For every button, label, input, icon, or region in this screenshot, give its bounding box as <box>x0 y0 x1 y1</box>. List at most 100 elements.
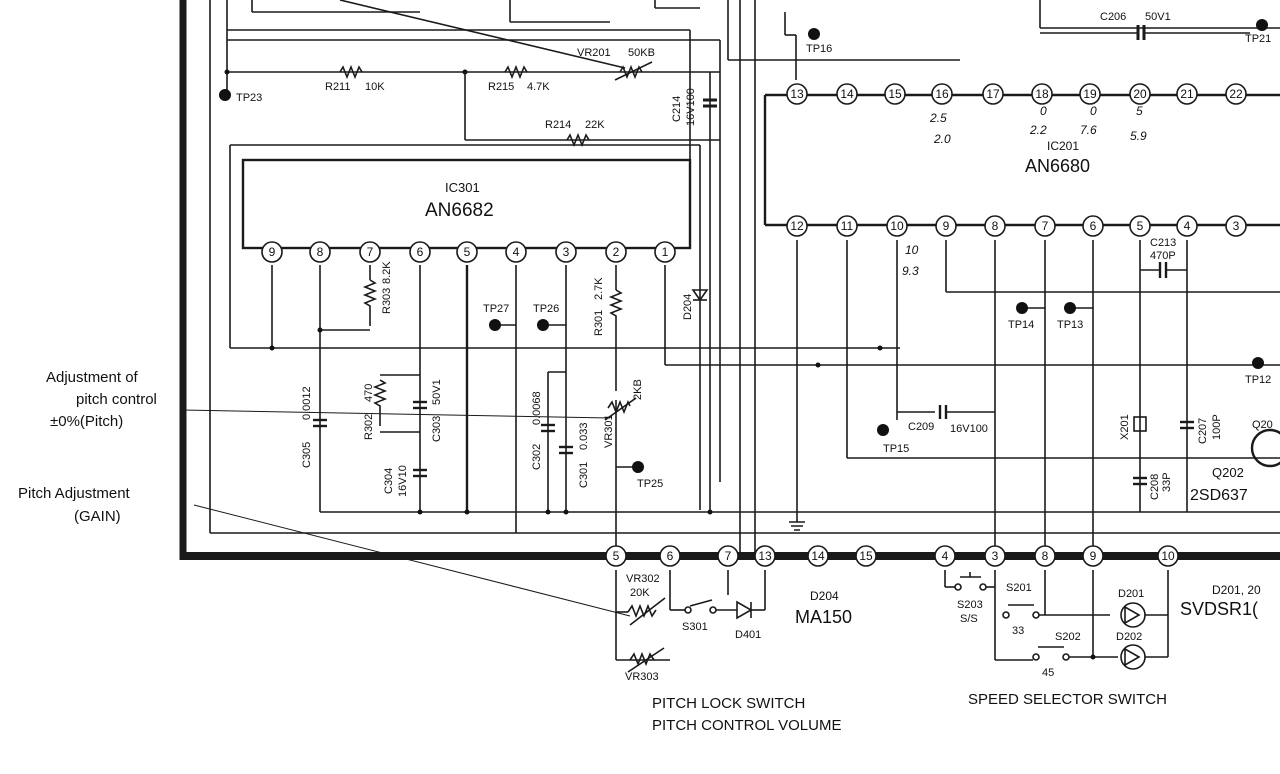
svg-text:4: 4 <box>942 549 949 563</box>
ic201-pin-9: 9 <box>935 215 957 237</box>
s201-sub: 33 <box>1012 625 1024 637</box>
svg-text:15: 15 <box>859 549 873 563</box>
svg-text:22: 22 <box>1229 87 1243 101</box>
tp12-label: TP12 <box>1245 374 1271 386</box>
x201-label: X201 <box>1119 414 1131 440</box>
tp13-label: TP13 <box>1057 319 1083 331</box>
ic301-pin-3: 3 <box>555 241 577 263</box>
svg-text:17: 17 <box>986 87 1000 101</box>
pitch-lock-label: PITCH LOCK SWITCH <box>652 695 805 712</box>
c209-label: C209 <box>908 421 934 433</box>
pitch-gain-line1: Pitch Adjustment <box>18 485 131 502</box>
hw-18-a: 0 <box>1040 104 1047 118</box>
svg-text:6: 6 <box>1090 219 1097 233</box>
vr303-label: VR303 <box>625 671 659 683</box>
hw-19-b: 7.6 <box>1080 123 1097 137</box>
ic301-wiring: R303 8.2K TP27 TP26 R301 2.7K VR301 2KB … <box>269 261 1280 556</box>
ic201-pin-8: 8 <box>984 215 1006 237</box>
ic201-pin-15: 15 <box>884 83 906 105</box>
ic201-pin-12: 12 <box>786 215 808 237</box>
ic301-part: AN6682 <box>425 200 494 221</box>
ic201-pin-4: 4 <box>1176 215 1198 237</box>
ic201-pin-21: 21 <box>1176 83 1198 105</box>
c304-value: 16V10 <box>397 465 409 497</box>
q202-label: Q202 <box>1212 465 1244 480</box>
connector-pin-6: 6 <box>659 545 681 567</box>
c208-value: 33P <box>1161 472 1173 492</box>
d201-label: D201 <box>1118 588 1144 600</box>
ic201-pin-14: 14 <box>836 83 858 105</box>
c213-label: C213 <box>1150 237 1176 249</box>
d401-label: D401 <box>735 629 761 641</box>
pitch-volume-label: PITCH CONTROL VOLUME <box>652 717 841 734</box>
adjust-pitch-line1: Adjustment of <box>46 369 139 386</box>
r215-label: R215 <box>488 81 514 93</box>
ic201-pin-5: 5 <box>1129 215 1151 237</box>
c303-label: C303 <box>431 416 443 442</box>
c207-value: 100P <box>1211 414 1223 440</box>
s202-sub: 45 <box>1042 667 1054 679</box>
svg-text:5: 5 <box>613 549 620 563</box>
q20-label: Q20 <box>1252 419 1273 431</box>
ic201-ref: IC201 <box>1047 139 1079 153</box>
ic201-pin-10: 10 <box>886 215 908 237</box>
d201-part-ref: D201, 20 <box>1212 583 1261 597</box>
tp25-label: TP25 <box>637 478 663 490</box>
c305-value: 0.0012 <box>301 386 313 420</box>
connector-pin-4: 4 <box>934 545 956 567</box>
c209-value: 16V100 <box>950 423 988 435</box>
svg-text:10: 10 <box>890 219 904 233</box>
connector-pin-7: 7 <box>717 545 739 567</box>
d204-part: MA150 <box>795 607 852 627</box>
c305-label: C305 <box>301 442 313 468</box>
s201-label: S201 <box>1006 582 1032 594</box>
top-components: R211 10K R215 4.7K VR201 50KB R214 22K C… <box>219 0 1271 148</box>
speed-selector-label: SPEED SELECTOR SWITCH <box>968 691 1167 708</box>
r215-value: 4.7K <box>527 81 550 93</box>
r301-label: R301 <box>593 310 605 336</box>
svg-text:8: 8 <box>1042 549 1049 563</box>
connector-pin-10: 10 <box>1157 545 1179 567</box>
s202-label: S202 <box>1055 631 1081 643</box>
svg-text:7: 7 <box>367 245 374 259</box>
r303-value: 8.2K <box>381 261 393 284</box>
connector-pin-9: 9 <box>1082 545 1104 567</box>
c206-label: C206 <box>1100 11 1126 23</box>
svg-text:13: 13 <box>758 549 772 563</box>
r214-label: R214 <box>545 119 571 131</box>
hw-20-a: 5 <box>1136 104 1143 118</box>
svg-text:11: 11 <box>841 219 854 233</box>
s203-label: S203 <box>957 599 983 611</box>
ic201-wiring: TP15 C209 16V100 TP14 TP13 C213 470P X20… <box>789 237 1280 556</box>
svg-text:6: 6 <box>417 245 424 259</box>
svg-text:14: 14 <box>840 87 854 101</box>
vr201-label: VR201 <box>577 47 611 59</box>
ic201-pin-20: 20 <box>1129 83 1151 105</box>
r301-value: 2.7K <box>593 277 605 300</box>
leader-lines <box>182 409 631 617</box>
vr302-value: 20K <box>630 587 650 599</box>
svg-text:9: 9 <box>1090 549 1097 563</box>
ic301-pin-8: 8 <box>309 241 331 263</box>
connector-pin-5: 5 <box>605 545 627 567</box>
vr302-label: VR302 <box>626 573 660 585</box>
svg-text:15: 15 <box>888 87 902 101</box>
c208-label: C208 <box>1149 474 1161 500</box>
c214-value: 16V100 <box>685 88 697 126</box>
d202-label: D202 <box>1116 631 1142 643</box>
svg-text:3: 3 <box>1233 219 1240 233</box>
c301-value: 0.033 <box>578 422 590 450</box>
c302-label: C302 <box>531 444 543 470</box>
svg-text:8: 8 <box>992 219 999 233</box>
c301-label: C301 <box>578 462 590 488</box>
svg-text:20: 20 <box>1133 87 1147 101</box>
svg-text:21: 21 <box>1180 87 1194 101</box>
d204-part-ref: D204 <box>810 589 839 603</box>
svg-text:13: 13 <box>790 87 804 101</box>
tp16-label: TP16 <box>806 43 832 55</box>
ic301-pin-6: 6 <box>409 241 431 263</box>
